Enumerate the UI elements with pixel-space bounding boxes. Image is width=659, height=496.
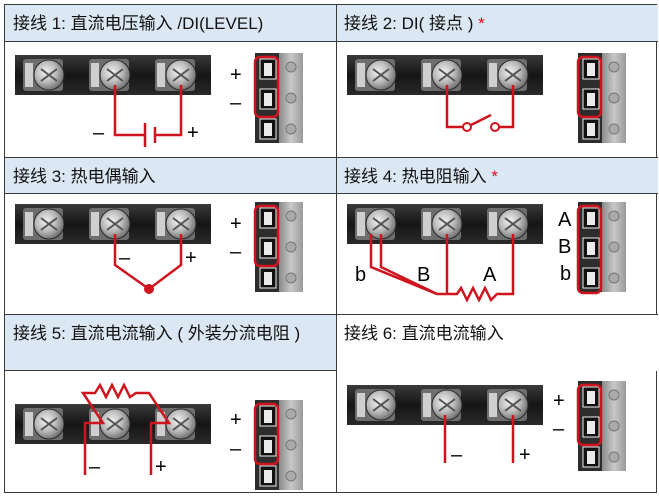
diagram-5 <box>14 382 304 491</box>
d1-polarity-plus: + <box>230 64 242 86</box>
header-cell-6: 接线 6: 直流电流输入 <box>336 314 658 371</box>
d1-polarity-minus: – <box>230 92 242 114</box>
d5-polarity-minus: – <box>230 438 242 460</box>
d6-wire-minus: – <box>451 444 463 466</box>
d4-term-b2: b <box>560 263 571 285</box>
grid-vertical-divider <box>336 5 337 492</box>
d6-wire-plus: + <box>519 444 531 466</box>
diagram-3 <box>14 201 304 294</box>
header-cell-2: 接线 2: DI( 接点 ) * <box>336 5 658 42</box>
header-cell-1: 接线 1: 直流电压输入 /DI(LEVEL) <box>5 5 336 42</box>
d3-wire-plus: + <box>185 247 197 269</box>
d6-polarity-minus: – <box>553 418 565 440</box>
header-title-1: 接线 1: 直流电压输入 /DI(LEVEL) <box>13 14 264 33</box>
d4-label-b: B <box>417 264 430 286</box>
d5-wire-minus: – <box>89 456 101 478</box>
header-title-6: 接线 6: 直流电流输入 <box>344 324 504 343</box>
grid-divider-row-3 <box>5 314 656 315</box>
d4-label-a: A <box>483 264 497 286</box>
d5-polarity-plus: + <box>230 409 242 431</box>
diagram-4 <box>346 201 627 303</box>
d4-term-a: A <box>558 209 572 231</box>
header-title-5: 接线 5: 直流电流输入 ( 外装分流电阻 ) <box>13 324 301 343</box>
header-title-2: 接线 2: DI( 接点 ) <box>344 14 474 33</box>
d3-wire-minus: – <box>119 247 131 269</box>
header-star-4: * <box>491 167 498 186</box>
diagram-1 <box>14 52 304 147</box>
wiring-diagrams: + – – + + – – + <box>14 52 627 491</box>
d3-polarity-plus: + <box>230 213 242 235</box>
d4-label-b2: b <box>355 264 366 286</box>
header-title-3: 接线 3: 热电偶输入 <box>13 167 156 186</box>
d1-wire-plus: + <box>187 122 199 144</box>
d3-polarity-minus: – <box>230 241 242 263</box>
diagram-6 <box>346 380 627 472</box>
header-star-2: * <box>478 14 485 33</box>
d4-term-b: B <box>558 236 571 258</box>
d1-wire-minus: – <box>93 122 105 144</box>
diagram-2 <box>346 52 627 144</box>
d5-wire-plus: + <box>155 456 167 478</box>
d6-polarity-plus: + <box>553 390 565 412</box>
wiring-table: 接线 1: 直流电压输入 /DI(LEVEL) 接线 2: DI( 接点 ) *… <box>4 4 658 493</box>
header-title-4: 接线 4: 热电阻输入 <box>344 167 487 186</box>
header-cell-4: 接线 4: 热电阻输入 * <box>336 157 658 194</box>
grid-divider-row-2 <box>5 157 656 158</box>
